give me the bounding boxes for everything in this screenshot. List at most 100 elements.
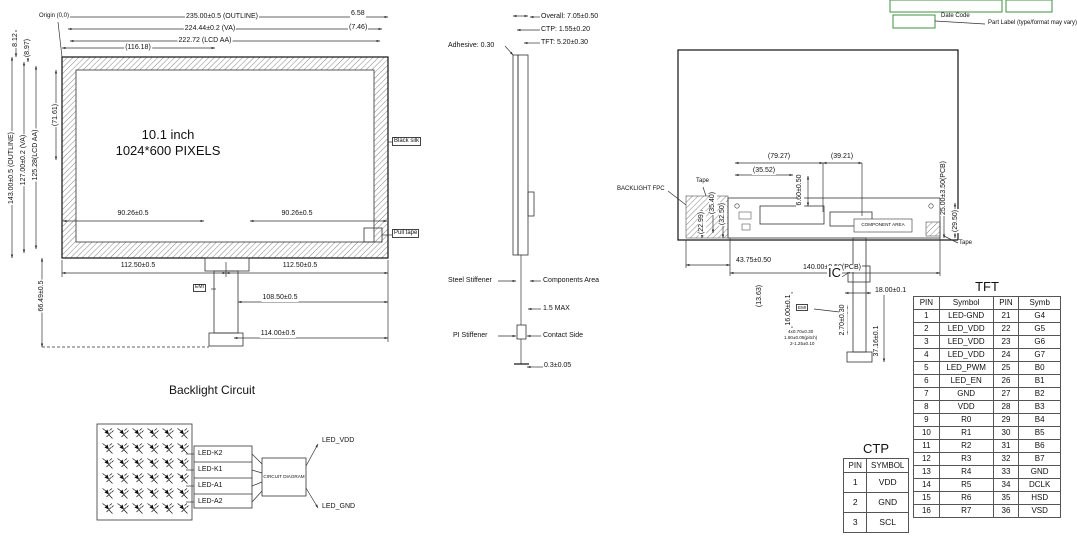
led-symbol — [132, 443, 144, 454]
led-symbol — [147, 458, 159, 469]
dim-18-00: 18.00±0.1 — [874, 287, 908, 295]
dim-tab-right: 90.26±0.5 — [280, 210, 314, 218]
ctp-thickness-label: CTP: 1.55±0.20 — [540, 26, 591, 34]
led-symbol — [117, 458, 129, 469]
led-symbol — [117, 488, 129, 499]
emi-label-back: EMI — [796, 304, 809, 312]
column-header: SYMBOL — [866, 458, 909, 473]
dim-edge-offset-2: (7.46) — [348, 24, 369, 32]
dim-16-00: 16.00±0.1 — [785, 293, 793, 327]
dim-pin-pitch: 1.60±0.05(pitch) — [783, 335, 819, 341]
led-symbol — [117, 428, 129, 439]
dim-top-offset-1: 8.12 — [12, 32, 20, 48]
column-header: Symb — [1018, 296, 1061, 310]
led-gnd-label: LED_GND — [321, 503, 357, 511]
pi-stiffener-label: PI Stiffener — [452, 332, 489, 340]
backlight-circuit-drawing — [96, 423, 319, 521]
dim-35-40: (35.40) — [709, 190, 717, 216]
led-symbol — [117, 503, 129, 514]
column-header: Symbol — [938, 296, 994, 310]
adhesive-label: Adhesive: 0.30 — [447, 42, 496, 50]
steel-stiffener-label: Steel Stiffener — [447, 277, 493, 285]
led-symbol — [162, 503, 174, 514]
panel-size-text: 10.1 inch — [140, 127, 196, 143]
tft-table-title: TFT — [975, 279, 999, 294]
led-pin-k2: LED-K2 — [197, 450, 224, 458]
dim-pcb-height: 25.00±3.50(PCB) — [940, 159, 948, 217]
tape-top-label: Tape — [695, 178, 711, 185]
max-height-label: 1.5 MAX — [542, 305, 571, 313]
backlight-circuit-title: Backlight Circuit — [168, 383, 257, 398]
led-symbol — [132, 488, 144, 499]
part-label-note: Part Label (type/format may vary) — [987, 20, 1077, 27]
dim-pin-hole: 2-1.25±0.10 — [789, 341, 816, 347]
led-symbol — [102, 428, 114, 439]
dim-aa-width: 222.72 (LCD AA) — [177, 37, 233, 45]
black-silk-label: Black silk — [392, 137, 422, 146]
dim-top-offset-2: (8.97) — [24, 37, 32, 59]
circuit-diagram-box-label: CIRCUIT DIAGRAM — [263, 474, 305, 479]
dim-half-bottom-left: 112.50±0.5 — [119, 262, 157, 270]
dim-108: 108.50±0.5 — [261, 294, 299, 302]
dim-114: 114.00±0.5 — [259, 330, 297, 338]
dim-tab-left: 90.26±0.5 — [116, 210, 150, 218]
dim-22-99: (22.99) — [698, 210, 706, 236]
led-symbol — [177, 488, 189, 499]
led-symbol — [117, 473, 129, 484]
dim-6-60: 6.60±0.50 — [796, 173, 804, 207]
column-header: PIN — [913, 296, 940, 310]
dim-43-75: 43.75±0.50 — [735, 257, 772, 265]
ic-label: IC — [827, 265, 842, 281]
dim-va-width: 224.44±0.2 (VA) — [183, 25, 237, 33]
led-symbol — [162, 458, 174, 469]
front-view-drawing — [10, 15, 392, 348]
emi-label-front: EMI — [193, 284, 206, 292]
dim-79: (79.27) — [766, 153, 792, 161]
led-symbol — [102, 503, 114, 514]
dim-35-52: (35.52) — [751, 167, 777, 175]
dim-edge-offset-1: 6.58 — [350, 10, 366, 18]
column-header: PIN — [992, 296, 1020, 310]
components-area-label: Components Area — [542, 277, 601, 285]
contact-side-label: Contact Side — [542, 332, 585, 340]
date-code-label: Date Code — [940, 13, 971, 20]
led-pin-a1: LED-A1 — [197, 482, 224, 490]
led-symbol — [102, 443, 114, 454]
led-symbol — [177, 458, 189, 469]
led-symbol — [177, 503, 189, 514]
led-symbol — [102, 458, 114, 469]
dim-37-16: 37.16±0.1 — [873, 324, 881, 358]
led-array — [102, 428, 189, 514]
component-area-label: COMPONENT AREA — [861, 222, 905, 227]
led-symbol — [132, 473, 144, 484]
dim-29-50: (29.50) — [952, 208, 960, 234]
overall-thickness-label: Overall: 7.05±0.50 — [540, 13, 600, 21]
dim-2-70: 2.70±0.30 — [839, 303, 847, 337]
dim-pin-width: 4x0.70±0.30 — [787, 329, 815, 335]
led-symbol — [147, 428, 159, 439]
led-symbol — [147, 443, 159, 454]
led-symbol — [147, 488, 159, 499]
ctp-table-title: CTP — [863, 441, 889, 456]
led-symbol — [102, 473, 114, 484]
led-pin-a2: LED-A2 — [197, 498, 224, 506]
